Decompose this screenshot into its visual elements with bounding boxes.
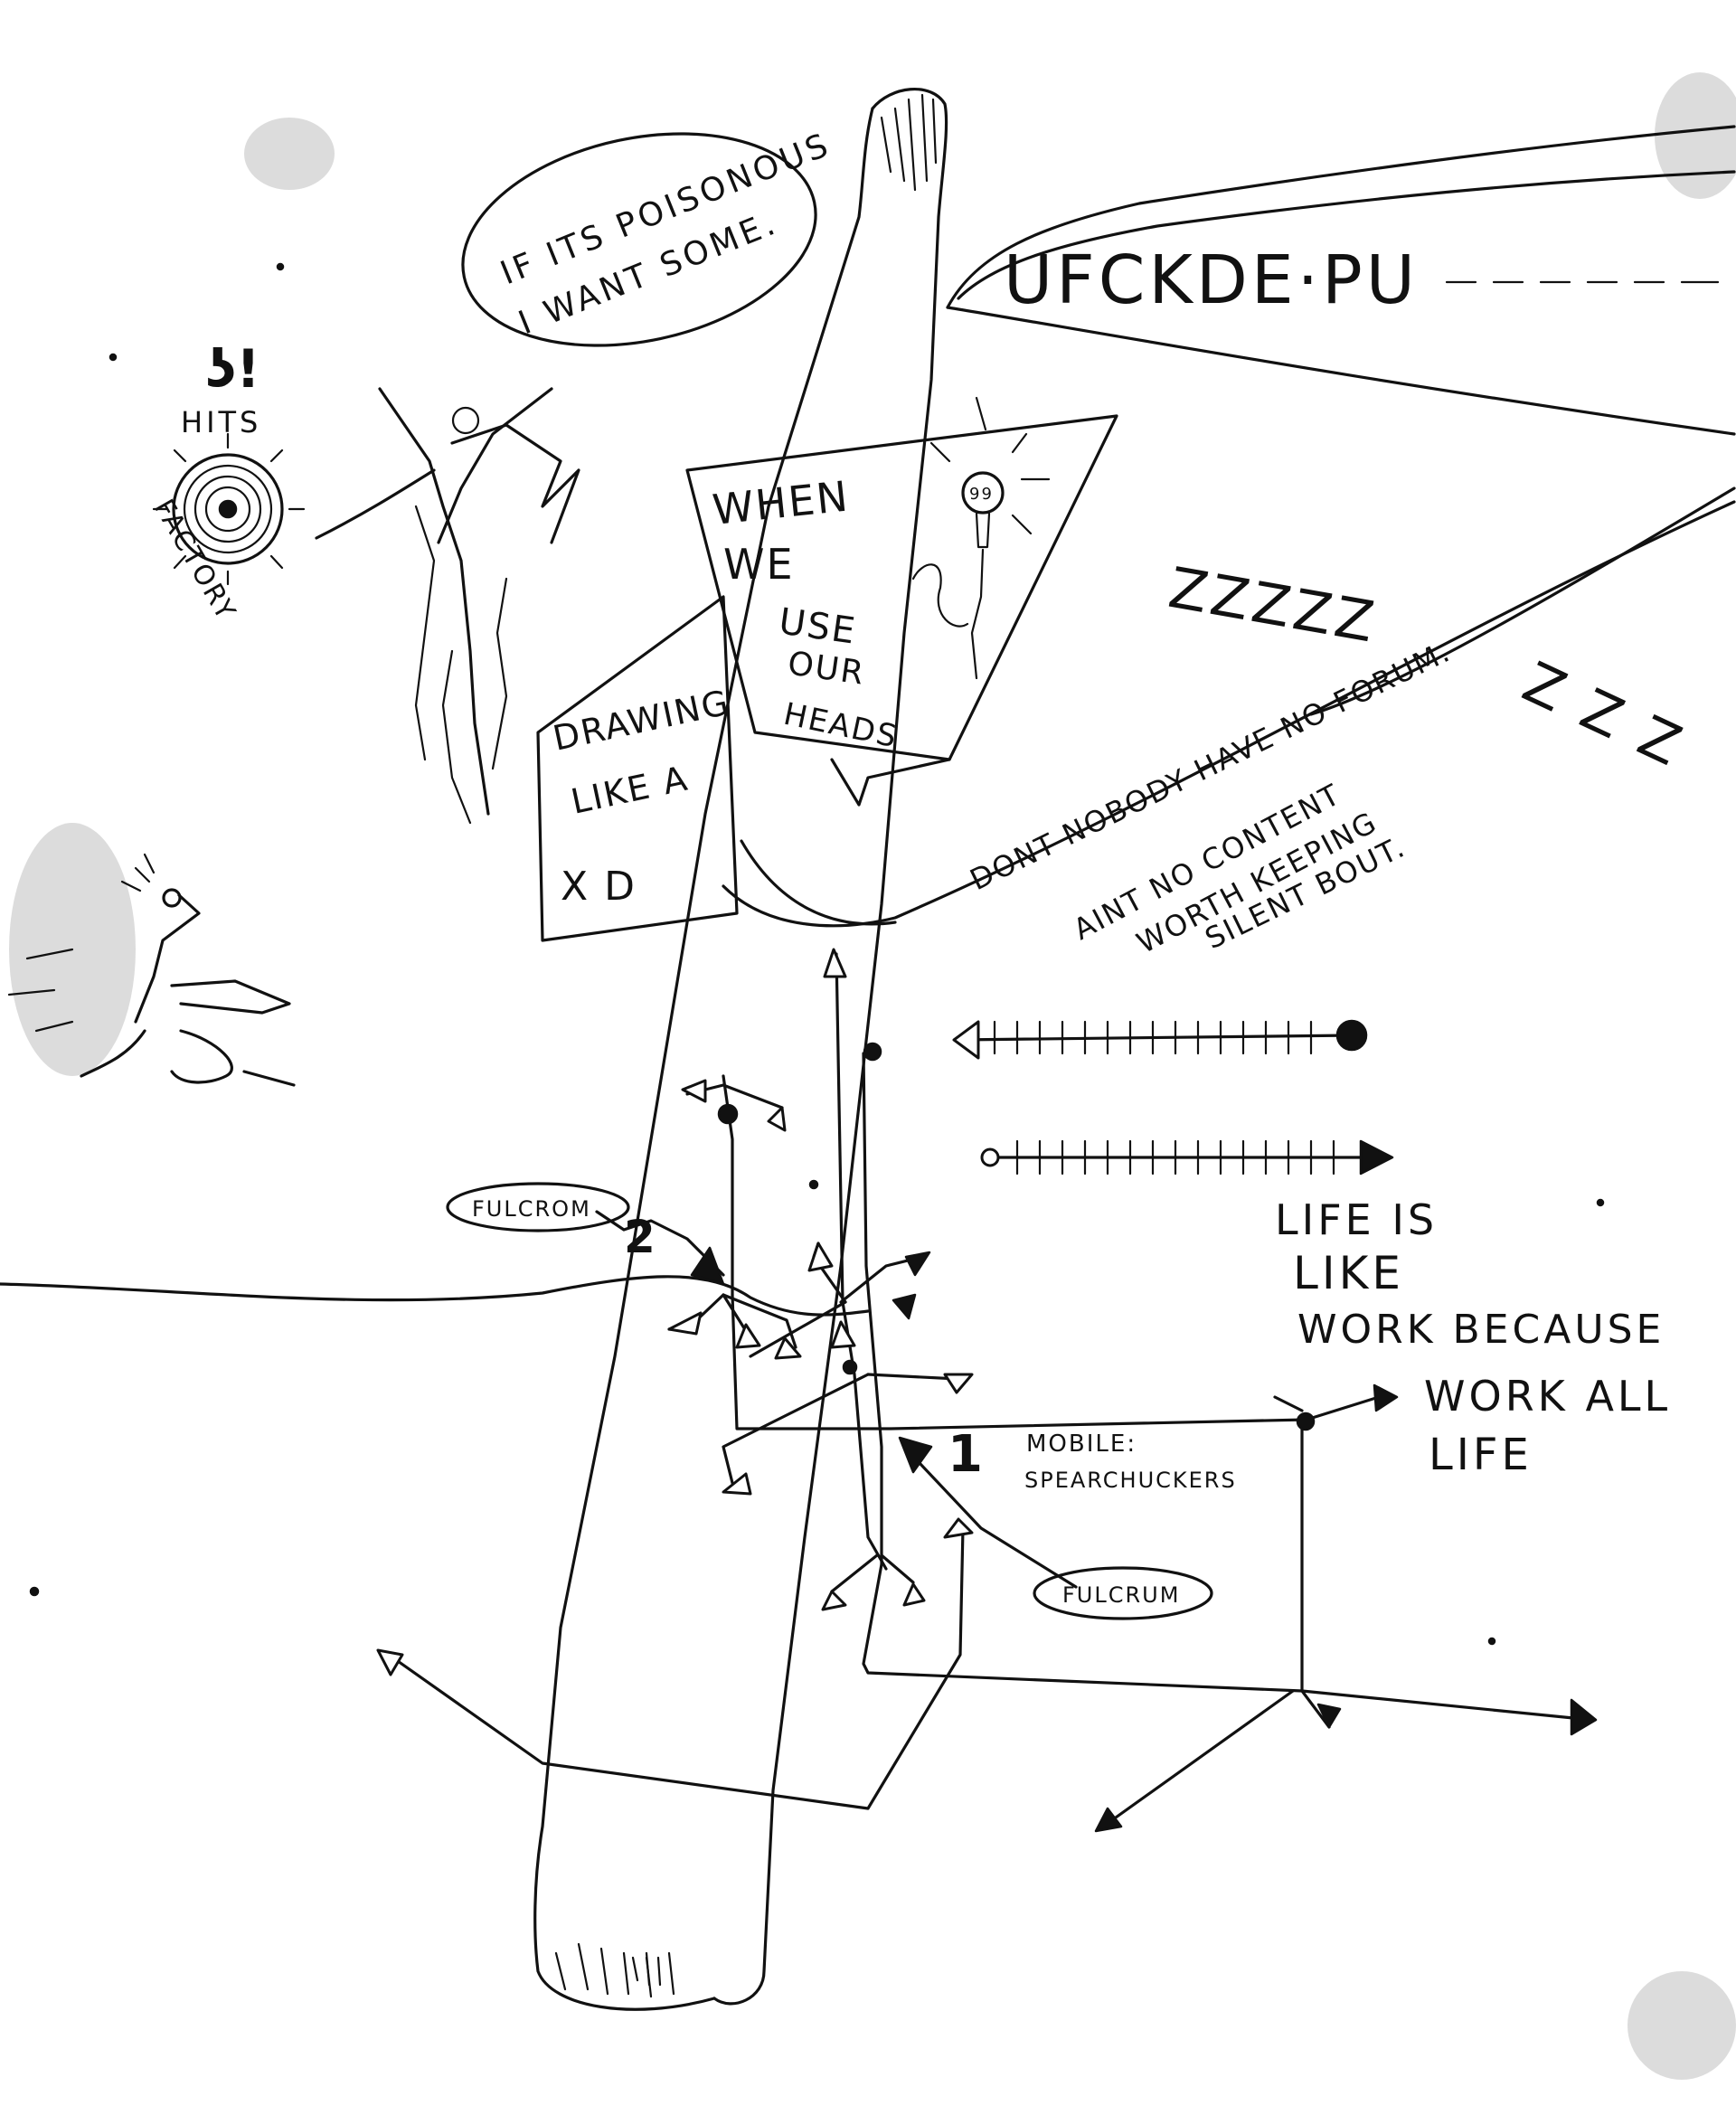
life-line-3: WORK BECAUSE: [1297, 1307, 1665, 1353]
fulcrum-upper-label: FULCROM: [446, 1182, 630, 1232]
mobile-sculpture: [376, 948, 1598, 1833]
life-line-4: WORK ALL: [1424, 1372, 1671, 1421]
stick-figure: [378, 387, 580, 825]
bulb-icon: 99: [929, 396, 1051, 680]
when-box: WHEN WE USE OUR HEADS: [685, 414, 1118, 761]
number-one: 1: [948, 1425, 983, 1484]
fulcrum-lower-label: FULCRUM: [1033, 1566, 1213, 1620]
fulcrum-lower-text: FULCRUM: [1062, 1582, 1180, 1608]
bowl-shape: [740, 758, 951, 926]
fulcrum-upper-text: FULCROM: [472, 1196, 591, 1222]
sweeping-line: [722, 486, 1736, 928]
bulb-label: 99: [969, 485, 994, 504]
drawing-box: DRAWING LIKE A X D: [536, 595, 739, 942]
life-line-2: LIKE: [1293, 1247, 1404, 1299]
mobile-line-2: SPEARCHUCKERS: [1024, 1468, 1237, 1493]
when-line-5: HEADS: [780, 696, 901, 756]
stray-marks: [29, 262, 1605, 1646]
zzz-line-1: ZZZZZ: [1164, 554, 1382, 656]
record-sun: HITS FACTORY ʖ!: [147, 338, 436, 627]
mobile-line-1: MOBILE:: [1026, 1430, 1137, 1458]
hits-glyph: ʖ!: [206, 338, 260, 400]
drawing-line-1: DRAWING: [550, 682, 734, 758]
life-line-1: LIFE IS: [1275, 1195, 1438, 1244]
small-creature: [7, 853, 296, 1087]
when-line-1: WHEN: [711, 471, 852, 534]
drawing-line-2: LIKE A: [568, 758, 693, 821]
zzz-line-2: Z Z Z: [1514, 648, 1694, 779]
drawing-line-3: X D: [561, 864, 637, 910]
paper-smudges: [9, 72, 1736, 2080]
life-line-5: LIFE: [1429, 1430, 1533, 1480]
life-text: LIFE IS LIKE WORK BECAUSE WORK ALL LIFE: [1275, 1195, 1671, 1480]
diagonal-text: DONT NOBODY HAVE NO FORUM. AINT NO CONTE…: [965, 634, 1457, 960]
when-line-4: OUR: [786, 645, 868, 693]
when-line-2: WE: [723, 540, 795, 589]
tongue-text: UFCKDE·PU: [1004, 241, 1419, 319]
horizon-line: [0, 1275, 870, 1317]
tick-arrows: [952, 1019, 1394, 1176]
number-two: 2: [624, 1211, 656, 1263]
speech-bubble: IF ITS POISONOUS I WANT SOME.: [461, 126, 836, 347]
hits-label: HITS: [181, 405, 261, 439]
long-figure: [533, 87, 948, 2011]
when-line-3: USE: [777, 600, 860, 653]
tongue-shape: UFCKDE·PU: [946, 125, 1736, 436]
